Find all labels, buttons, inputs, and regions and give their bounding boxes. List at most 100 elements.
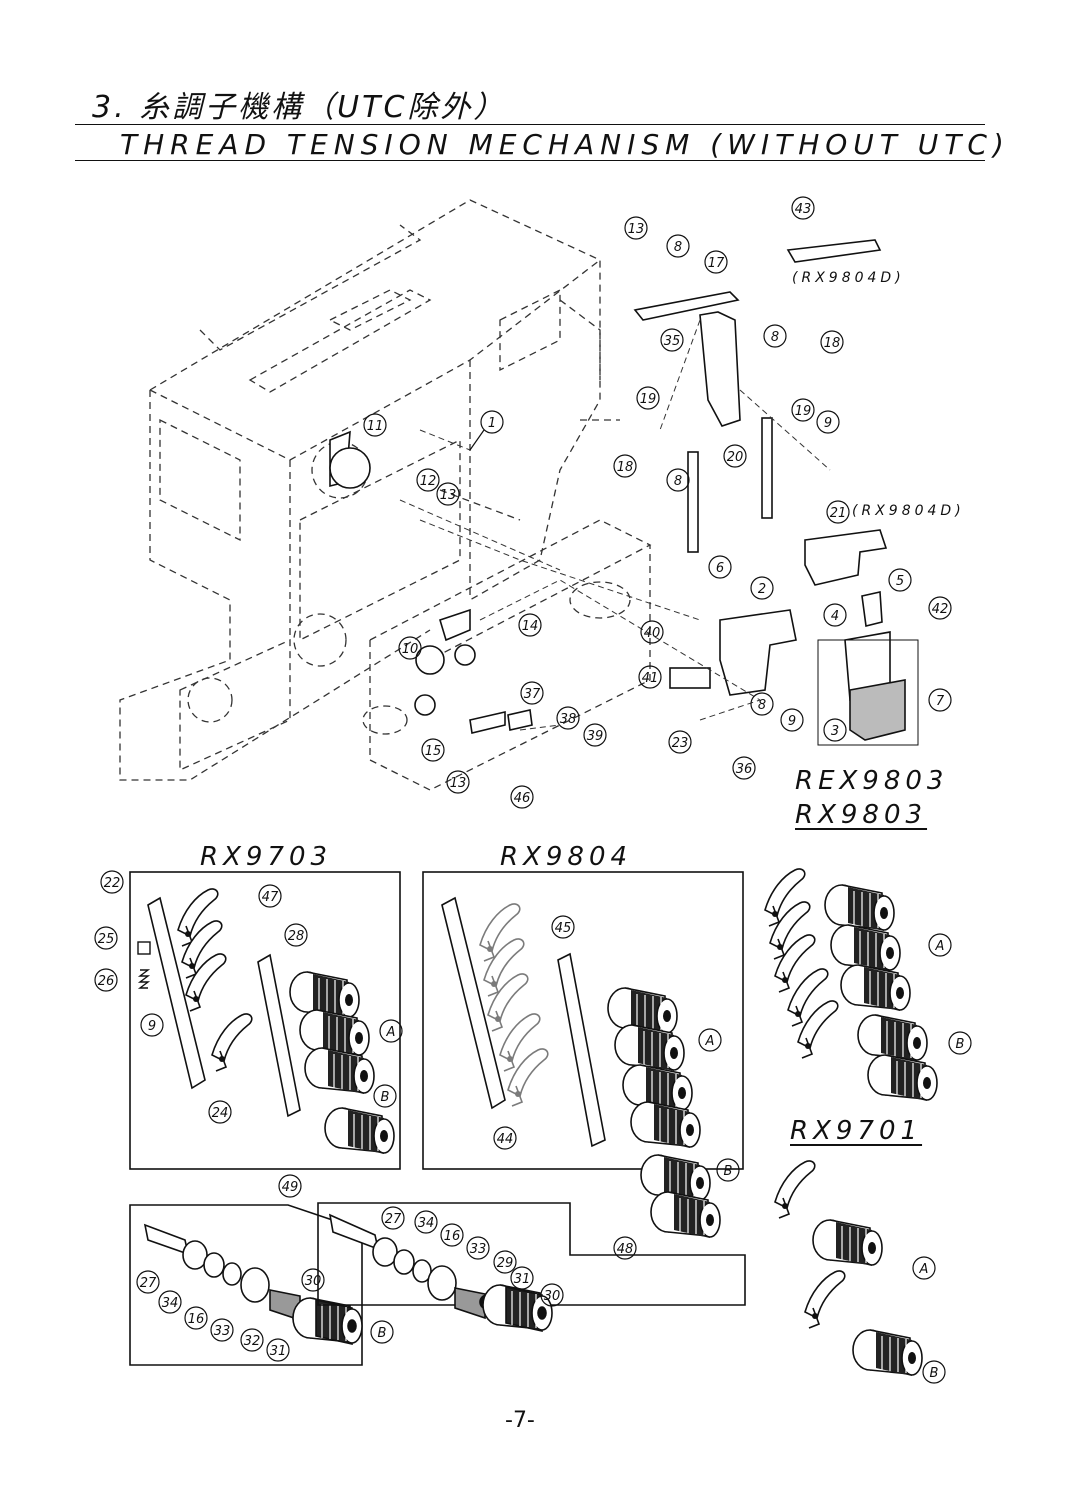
callout-36: 36 (732, 756, 756, 780)
callout-41: 41 (638, 665, 662, 689)
svg-text:14: 14 (522, 619, 539, 634)
title-rule-bottom (75, 160, 985, 161)
callout-B4: B (922, 1360, 946, 1384)
svg-text:9: 9 (788, 714, 796, 729)
callout-1: 1 (469, 410, 504, 451)
svg-text:33: 33 (214, 1324, 231, 1339)
model-label-rx9803: RX9803 (795, 800, 928, 830)
svg-text:3: 3 (831, 724, 839, 739)
svg-text:16: 16 (444, 1229, 461, 1244)
callout-47: 47 (258, 884, 282, 908)
callout-8c: 8 (666, 468, 690, 492)
svg-text:27: 27 (385, 1212, 402, 1227)
callout-34a: 34 (158, 1290, 182, 1314)
svg-text:6: 6 (716, 561, 724, 576)
svg-text:17: 17 (708, 256, 725, 271)
svg-text:34: 34 (162, 1296, 179, 1311)
callout-7: 7 (928, 688, 952, 712)
svg-text:40: 40 (644, 626, 661, 641)
svg-text:13: 13 (450, 776, 467, 791)
svg-text:19: 19 (640, 392, 657, 407)
note-rx9804d-top: (RX9804D) (792, 270, 905, 286)
callout-A3: A (928, 933, 952, 957)
callout-48: 48 (613, 1236, 637, 1260)
callout-8d: 8 (750, 692, 774, 716)
svg-text:B: B (378, 1326, 387, 1341)
svg-text:31: 31 (270, 1344, 287, 1359)
callout-6: 6 (708, 555, 732, 579)
callout-12: 12 (416, 468, 440, 492)
svg-text:8: 8 (674, 474, 682, 489)
svg-text:35: 35 (664, 334, 681, 349)
svg-text:37: 37 (524, 687, 541, 702)
callout-25: 25 (94, 926, 118, 950)
svg-text:27: 27 (140, 1276, 157, 1291)
svg-text:4: 4 (831, 609, 839, 624)
svg-text:30: 30 (305, 1274, 322, 1289)
svg-text:43: 43 (795, 202, 812, 217)
svg-text:2: 2 (758, 582, 766, 597)
model-label-rx9804: RX9804 (500, 842, 633, 872)
callout-B2: B (716, 1158, 740, 1182)
tension-detail-a (317, 1202, 746, 1332)
title-rule-top (75, 124, 985, 125)
svg-text:28: 28 (288, 929, 305, 944)
callout-44: 44 (493, 1126, 517, 1150)
callout-20: 20 (723, 444, 747, 468)
callout-21: 21 (826, 500, 850, 524)
svg-text:B: B (956, 1037, 965, 1052)
callout-49: 49 (278, 1174, 302, 1198)
callout-19b: 19 (791, 398, 815, 422)
callout-8b: 8 (763, 324, 787, 348)
svg-text:44: 44 (497, 1132, 514, 1147)
svg-text:24: 24 (212, 1106, 229, 1121)
page-number: -7- (505, 1408, 535, 1433)
svg-text:31: 31 (514, 1272, 531, 1287)
callout-16b: 16 (440, 1223, 464, 1247)
svg-text:34: 34 (418, 1216, 435, 1231)
svg-text:29: 29 (497, 1256, 514, 1271)
callout-4: 4 (823, 603, 847, 627)
callout-34b: 34 (414, 1210, 438, 1234)
rx9703-assembly (129, 871, 401, 1170)
svg-text:47: 47 (262, 890, 279, 905)
svg-text:48: 48 (617, 1242, 634, 1257)
svg-text:16: 16 (188, 1312, 205, 1327)
rx9701-assembly (774, 1160, 923, 1377)
svg-text:A: A (935, 939, 945, 954)
callout-23: 23 (668, 730, 692, 754)
svg-text:32: 32 (244, 1334, 261, 1349)
svg-text:B: B (724, 1164, 733, 1179)
svg-text:13: 13 (628, 222, 645, 237)
svg-text:18: 18 (824, 336, 841, 351)
callout-33b: 33 (466, 1236, 490, 1260)
svg-text:22: 22 (104, 876, 121, 891)
callout-13a: 13 (624, 216, 648, 240)
svg-text:A: A (919, 1262, 929, 1277)
callout-A4: A (912, 1256, 936, 1280)
callout-8a: 8 (666, 234, 690, 258)
callout-22: 22 (100, 870, 124, 894)
svg-text:B: B (381, 1090, 390, 1105)
svg-text:5: 5 (896, 574, 904, 589)
callout-29: 29 (493, 1250, 517, 1274)
svg-text:1: 1 (488, 416, 496, 431)
callout-37: 37 (520, 681, 544, 705)
svg-text:15: 15 (425, 744, 442, 759)
callout-A1: A (379, 1019, 403, 1043)
svg-text:12: 12 (420, 474, 437, 489)
callout-24: 24 (208, 1100, 232, 1124)
callout-39: 39 (583, 723, 607, 747)
svg-text:9: 9 (148, 1019, 156, 1034)
callout-31a: 31 (266, 1338, 290, 1362)
callout-30b: 30 (540, 1283, 564, 1307)
svg-text:25: 25 (98, 932, 115, 947)
svg-text:42: 42 (932, 602, 949, 617)
callout-11: 11 (363, 413, 387, 437)
callout-B3: B (948, 1031, 972, 1055)
svg-text:30: 30 (544, 1289, 561, 1304)
callout-31b: 31 (510, 1266, 534, 1290)
page-title-japanese: 3. 糸調子機構（UTC除外） (92, 90, 507, 125)
